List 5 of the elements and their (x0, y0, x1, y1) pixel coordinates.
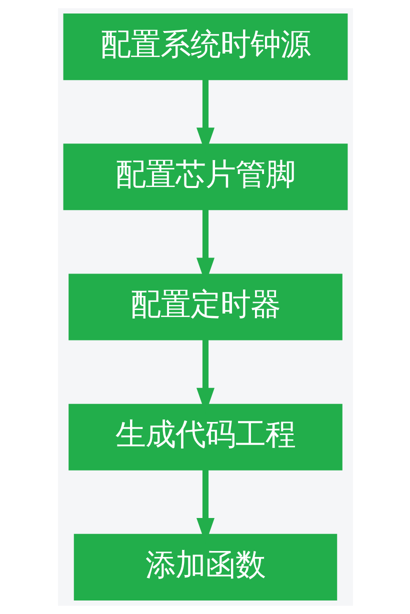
node-box: 配置芯片管脚 (62, 144, 348, 210)
node-box: 添加函数 (73, 534, 337, 600)
node-box: 配置系统时钟源 (62, 14, 348, 80)
node-box: 配置定时器 (68, 274, 342, 340)
node-box: 生成代码工程 (68, 404, 342, 470)
